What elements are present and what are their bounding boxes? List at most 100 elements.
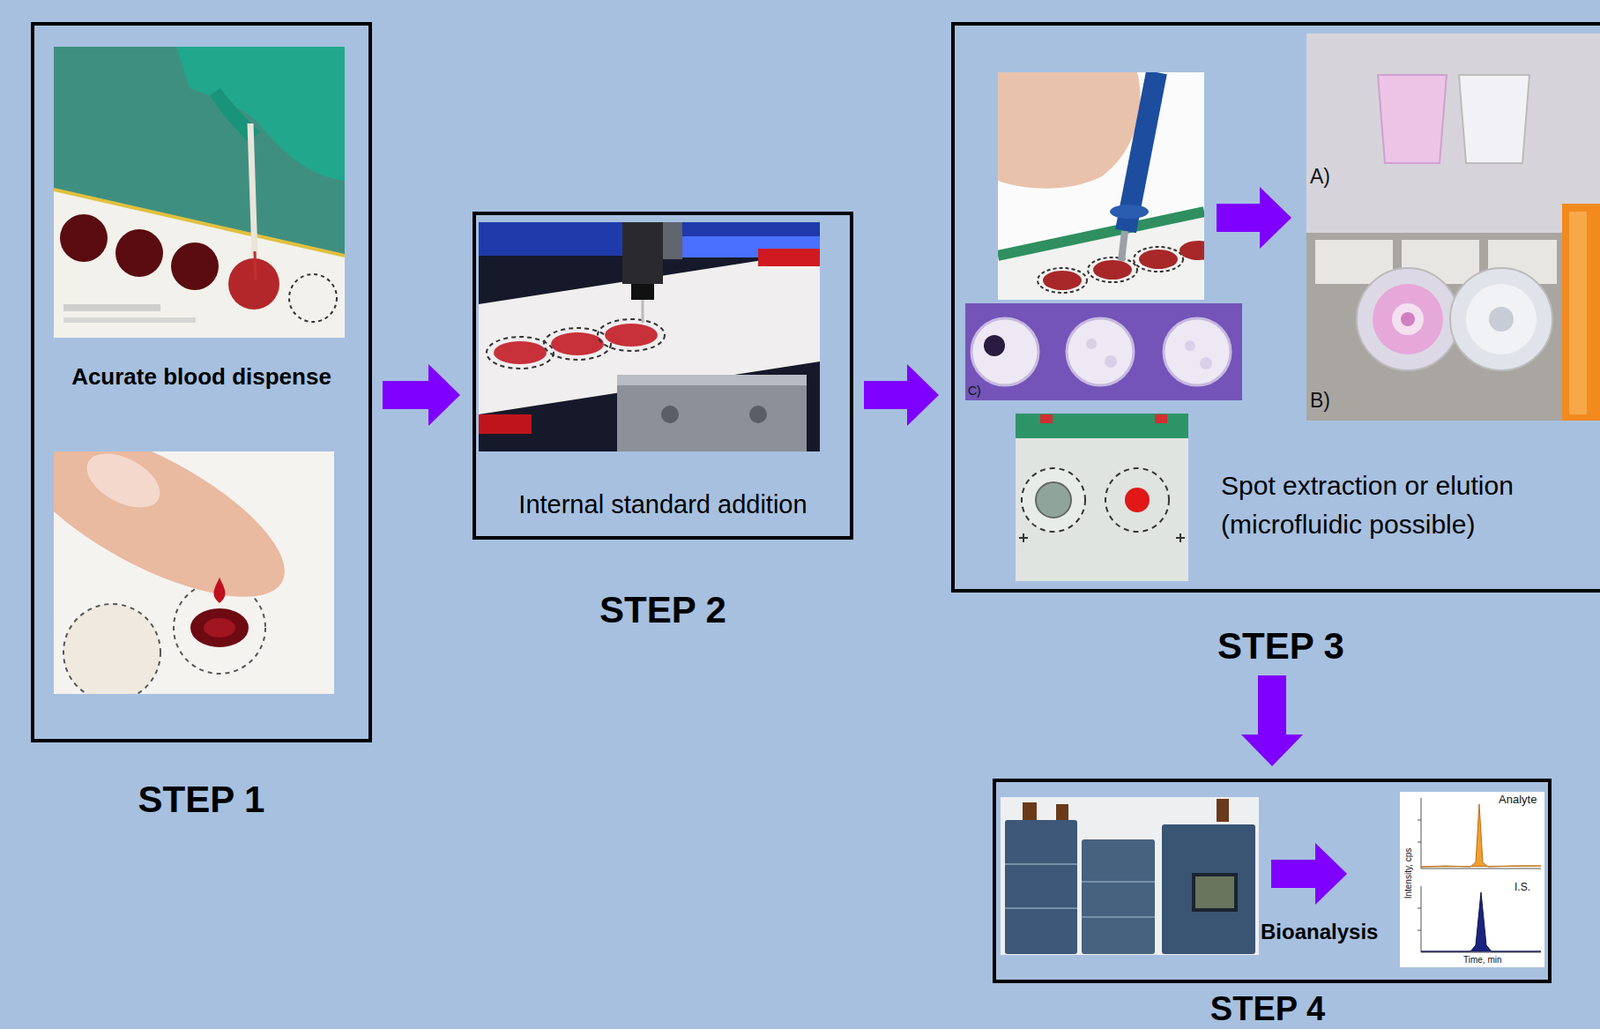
elution-photo [1377, 74, 1447, 164]
spot-punch-photo [1093, 260, 1132, 280]
lc-ms-photo [1081, 839, 1155, 954]
spot-strip-photo [1086, 338, 1097, 350]
internal-standard-photo [478, 222, 820, 452]
card-photo [1019, 533, 1185, 543]
card-photo [1015, 413, 1189, 581]
finger-prick-photo [63, 603, 161, 694]
spot-punch-photo [1179, 240, 1205, 261]
blood-dispense-photo [228, 258, 280, 310]
card-photo [1021, 468, 1086, 532]
blood-dispense-photo [289, 274, 337, 322]
card-photo [1154, 414, 1168, 424]
step-heading: STEP 4 [1135, 991, 1400, 1026]
spot-punch-photo [1109, 204, 1149, 219]
step-box: BioanalysisSTEP 4 [992, 778, 1552, 983]
step-heading: STEP 1 [34, 781, 369, 819]
panel-letter: B) [1309, 389, 1331, 412]
elution-photo [1306, 33, 1600, 421]
spot-punch-photo [997, 211, 1205, 300]
chromatogram [1421, 803, 1541, 867]
lc-ms-photo [1081, 880, 1155, 883]
elution-photo [1466, 283, 1537, 355]
chromatogram [1417, 819, 1422, 931]
chromatogram [1421, 868, 1541, 870]
lc-ms-photo [1216, 798, 1229, 822]
internal-standard-photo [662, 222, 683, 260]
internal-standard-photo [661, 405, 679, 424]
blood-dispense-photo [176, 46, 345, 181]
spot-strip-photo [965, 303, 1243, 401]
lc-ms-photo [1000, 796, 1259, 955]
lc-ms-photo [1004, 819, 1078, 954]
step-arrow [382, 364, 461, 426]
elution-photo [1450, 267, 1553, 371]
panel-letter: C) [967, 384, 982, 398]
elution-photo [1400, 312, 1415, 327]
step-caption: Internal standard addition [476, 489, 850, 521]
spot-strip-photo [1184, 340, 1196, 351]
internal-standard-photo [641, 299, 645, 323]
spot-strip-photo [1066, 318, 1134, 386]
finger-prick-photo [53, 451, 335, 694]
step-caption: Acurate blood dispense [34, 363, 369, 391]
chromatogram [1421, 952, 1541, 953]
card-photo [1035, 482, 1072, 518]
blood-dispense-photo [254, 251, 256, 281]
step-arrow [863, 364, 939, 426]
internal-standard-photo [617, 374, 807, 452]
blood-dispense-photo [171, 242, 219, 291]
axis-label: Intensity, cps [1404, 847, 1414, 899]
panel-letter: A) [1309, 165, 1331, 188]
elution-photo [1458, 74, 1530, 164]
blood-dispense-photo [115, 229, 164, 277]
blood-dispense-photo [63, 304, 161, 312]
internal-standard-photo [478, 222, 820, 452]
spot-strip-photo [965, 303, 1243, 401]
spot-punch-photo [1037, 267, 1087, 293]
internal-standard-photo [604, 323, 658, 347]
arrow-shape [1241, 675, 1303, 767]
spot-strip-photo [971, 318, 1039, 386]
blood-dispense-photo [59, 214, 108, 262]
elution-photo [1391, 303, 1424, 335]
step-heading: STEP 3 [1148, 627, 1414, 665]
peak-label: Analyte [1498, 793, 1537, 806]
internal-standard-photo [617, 374, 807, 386]
step-box: Acurate blood dispenseSTEP 1 [30, 22, 373, 743]
finger-prick-photo [78, 451, 170, 519]
card-photo [1015, 413, 1189, 581]
spot-strip-photo [1104, 355, 1117, 368]
internal-standard-photo [758, 248, 820, 267]
elution-photo [1569, 211, 1587, 415]
internal-standard-photo [543, 327, 611, 360]
step-caption: Bioanalysis [1260, 919, 1393, 946]
lc-ms-photo [1161, 824, 1256, 954]
step-heading: STEP 2 [476, 591, 850, 629]
spot-strip-photo [1163, 318, 1231, 386]
blood-dispense-photo [53, 46, 345, 338]
spot-punch-photo [997, 211, 1205, 256]
spot-punch-photo [1133, 246, 1184, 272]
blood-dispense-photo [53, 46, 345, 338]
internal-standard-photo [622, 222, 663, 284]
internal-standard-photo [478, 414, 532, 434]
internal-standard-photo [550, 332, 604, 356]
step-box: Spot extraction or elution (microfluidic… [951, 22, 1600, 593]
elution-photo [1306, 33, 1600, 235]
finger-prick-photo [53, 451, 308, 631]
lc-ms-photo [1081, 915, 1155, 918]
step-arrow [1216, 186, 1292, 249]
peak-label: I.S. [1514, 881, 1531, 894]
internal-standard-photo [597, 319, 665, 351]
arrow-shape [863, 364, 939, 426]
card-photo [1124, 487, 1150, 513]
blood-dispense-photo [250, 123, 255, 256]
finger-prick-photo [203, 617, 236, 638]
elution-photo [1372, 283, 1444, 355]
elution-photo [1488, 306, 1514, 332]
step-caption: Spot extraction or elution (microfluidic… [1220, 466, 1600, 544]
elution-photo [1562, 203, 1600, 421]
finger-prick-photo [213, 577, 225, 603]
internal-standard-photo [493, 341, 547, 365]
card-photo [1105, 468, 1169, 532]
